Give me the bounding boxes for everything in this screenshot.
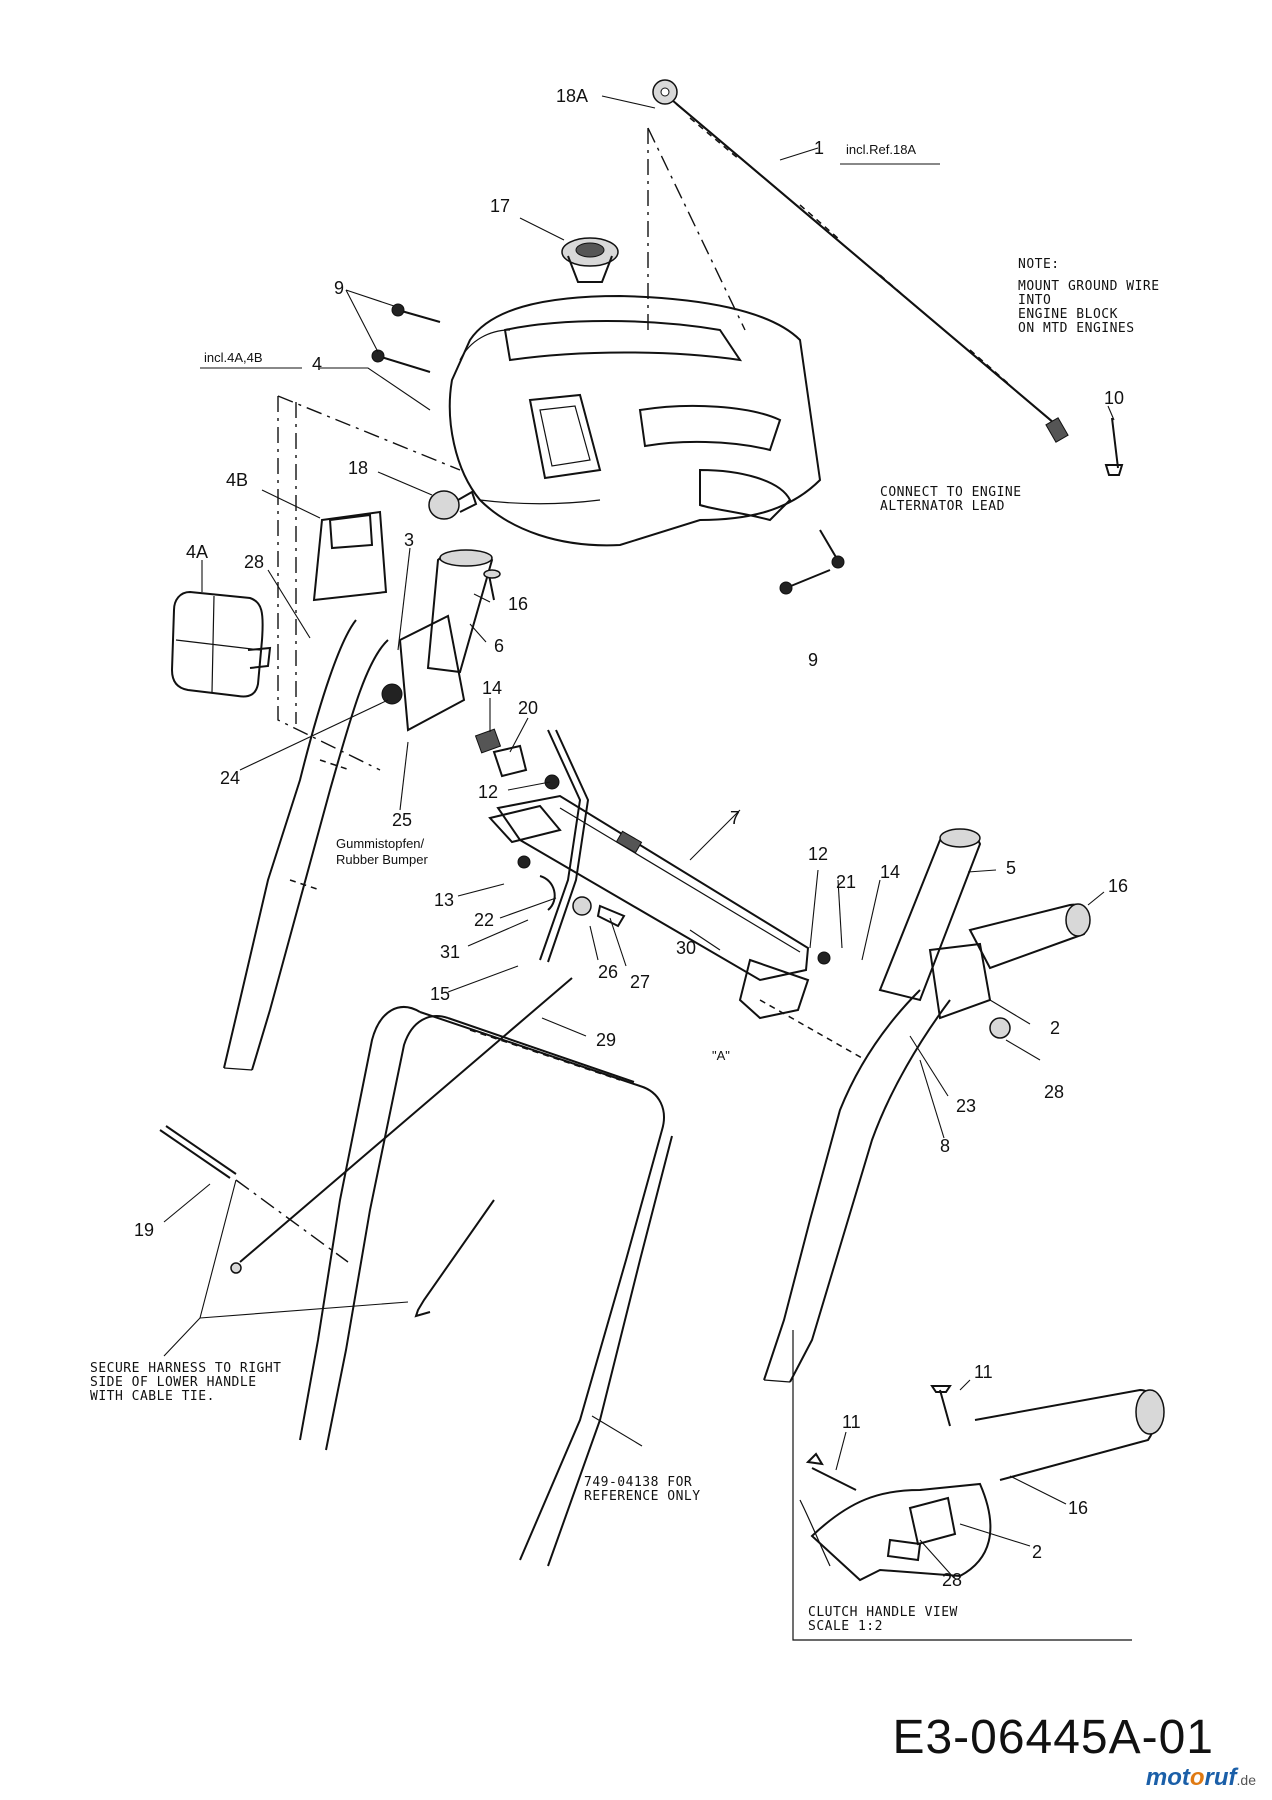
- callout-20: 20: [518, 698, 538, 718]
- callout-1: 1: [814, 138, 824, 158]
- callout-19: 19: [134, 1220, 154, 1240]
- note-line: ON MTD ENGINES: [1018, 321, 1135, 336]
- callout-6: 6: [494, 636, 504, 656]
- bolt-part-26-27: [572, 896, 626, 928]
- note-line: INTO: [1018, 293, 1051, 308]
- reference-note-line: REFERENCE ONLY: [584, 1489, 701, 1504]
- rubber-bumper-label-de: Gummistopfen/: [336, 836, 425, 851]
- notes: NOTE: MOUNT GROUND WIRE INTO ENGINE BLOC…: [90, 257, 1160, 1634]
- callout-14b: 14: [880, 862, 900, 882]
- clutch-view-title: CLUTCH HANDLE VIEW: [808, 1605, 958, 1620]
- clutch-housing-part-2: [817, 942, 1011, 1039]
- shift-rod-part-31: [539, 729, 590, 963]
- callout-28c: 28: [942, 1570, 962, 1590]
- cover-part-4B: [312, 510, 388, 602]
- note-title: NOTE:: [1018, 257, 1060, 272]
- callout-17: 17: [490, 196, 510, 216]
- callout-numbers: 18A 1 17 9 4 10 18 4B 3 4A 28 16 6 9 14 …: [134, 86, 1128, 1590]
- brand-logo: motoruf.de: [1145, 1764, 1256, 1791]
- callout-28: 28: [244, 552, 264, 572]
- incl-ref-18a-label: incl.Ref.18A: [846, 142, 916, 157]
- grip-part-16: [968, 903, 1091, 970]
- callout-9: 9: [334, 278, 344, 298]
- alignment-line: [277, 395, 461, 471]
- callout-2b: 2: [1032, 1542, 1042, 1562]
- callout-24: 24: [220, 768, 240, 788]
- view-a-label: "A": [712, 1048, 730, 1063]
- callout-12: 12: [478, 782, 498, 802]
- callout-28b: 28: [1044, 1082, 1064, 1102]
- secure-note-line: WITH CABLE TIE.: [90, 1389, 215, 1404]
- callout-16: 16: [508, 594, 528, 614]
- callout-27: 27: [630, 972, 650, 992]
- shift-lever-assembly: [381, 549, 501, 732]
- callout-30: 30: [676, 938, 696, 958]
- dash-panel-part-4: [448, 294, 822, 547]
- callout-29: 29: [596, 1030, 616, 1050]
- alignment-line: [647, 127, 746, 331]
- connect-note-line: CONNECT TO ENGINE: [880, 485, 1022, 500]
- cover-part-4A: [170, 590, 272, 698]
- reference-note-line: 749-04138 FOR: [584, 1475, 692, 1490]
- panel-crossbar-part-7: [488, 794, 810, 982]
- lower-handle: [299, 1006, 673, 1567]
- callout-11: 11: [974, 1362, 993, 1382]
- diagram-code: E3-06445A-01: [892, 1711, 1214, 1764]
- harness-part-19: [159, 977, 573, 1318]
- light-bulb-part-18: [428, 490, 478, 520]
- callout-8: 8: [940, 1136, 950, 1156]
- knob-part-17: [561, 237, 619, 283]
- alignment-line: [277, 396, 381, 771]
- callout-4: 4: [312, 354, 322, 374]
- callout-15: 15: [430, 984, 450, 1004]
- callout-25: 25: [392, 810, 412, 830]
- callout-5: 5: [1006, 858, 1016, 878]
- rubber-bumper-label-en: Rubber Bumper: [336, 852, 428, 867]
- callout-18A: 18A: [556, 86, 588, 106]
- connect-note-line: ALTERNATOR LEAD: [880, 499, 1005, 514]
- callout-2: 2: [1050, 1018, 1060, 1038]
- callout-31: 31: [440, 942, 460, 962]
- labels: incl.Ref.18A incl.4A,4B Gummistopfen/ Ru…: [204, 142, 916, 1063]
- callout-21: 21: [836, 872, 856, 892]
- callout-16b: 16: [1108, 876, 1128, 896]
- callout-23: 23: [956, 1096, 976, 1116]
- callout-7: 7: [730, 808, 740, 828]
- incl-4a-4b-label: incl.4A,4B: [204, 350, 263, 365]
- right-grip-part-5: [878, 828, 982, 1002]
- callout-11b: 11: [842, 1412, 861, 1432]
- callout-18: 18: [348, 458, 368, 478]
- callout-3: 3: [404, 530, 414, 550]
- clutch-handle-view-inset: [792, 1330, 1165, 1641]
- secure-note-line: SIDE OF LOWER HANDLE: [90, 1375, 257, 1390]
- callout-26: 26: [598, 962, 618, 982]
- bracket-part-30: [738, 958, 863, 1059]
- clip-part-14-and-bushing-20: [474, 728, 560, 790]
- callout-4A: 4A: [186, 542, 208, 562]
- note-line: ENGINE BLOCK: [1018, 307, 1118, 322]
- note-line: MOUNT GROUND WIRE: [1018, 279, 1160, 294]
- callout-10: 10: [1104, 388, 1124, 408]
- callout-9b: 9: [808, 650, 818, 670]
- clutch-view-scale: SCALE 1:2: [808, 1619, 883, 1634]
- ground-wire-assembly: [652, 79, 1124, 476]
- callout-4B: 4B: [226, 470, 248, 490]
- callout-22: 22: [474, 910, 494, 930]
- right-upper-handle: [763, 989, 951, 1383]
- left-upper-handle: [223, 619, 389, 1071]
- leader-lines: [163, 95, 1115, 1579]
- callout-16c: 16: [1068, 1498, 1088, 1518]
- screws-part-9: [371, 303, 845, 595]
- callout-12b: 12: [808, 844, 828, 864]
- callout-13: 13: [434, 890, 454, 910]
- callout-14: 14: [482, 678, 502, 698]
- secure-note-line: SECURE HARNESS TO RIGHT: [90, 1361, 282, 1376]
